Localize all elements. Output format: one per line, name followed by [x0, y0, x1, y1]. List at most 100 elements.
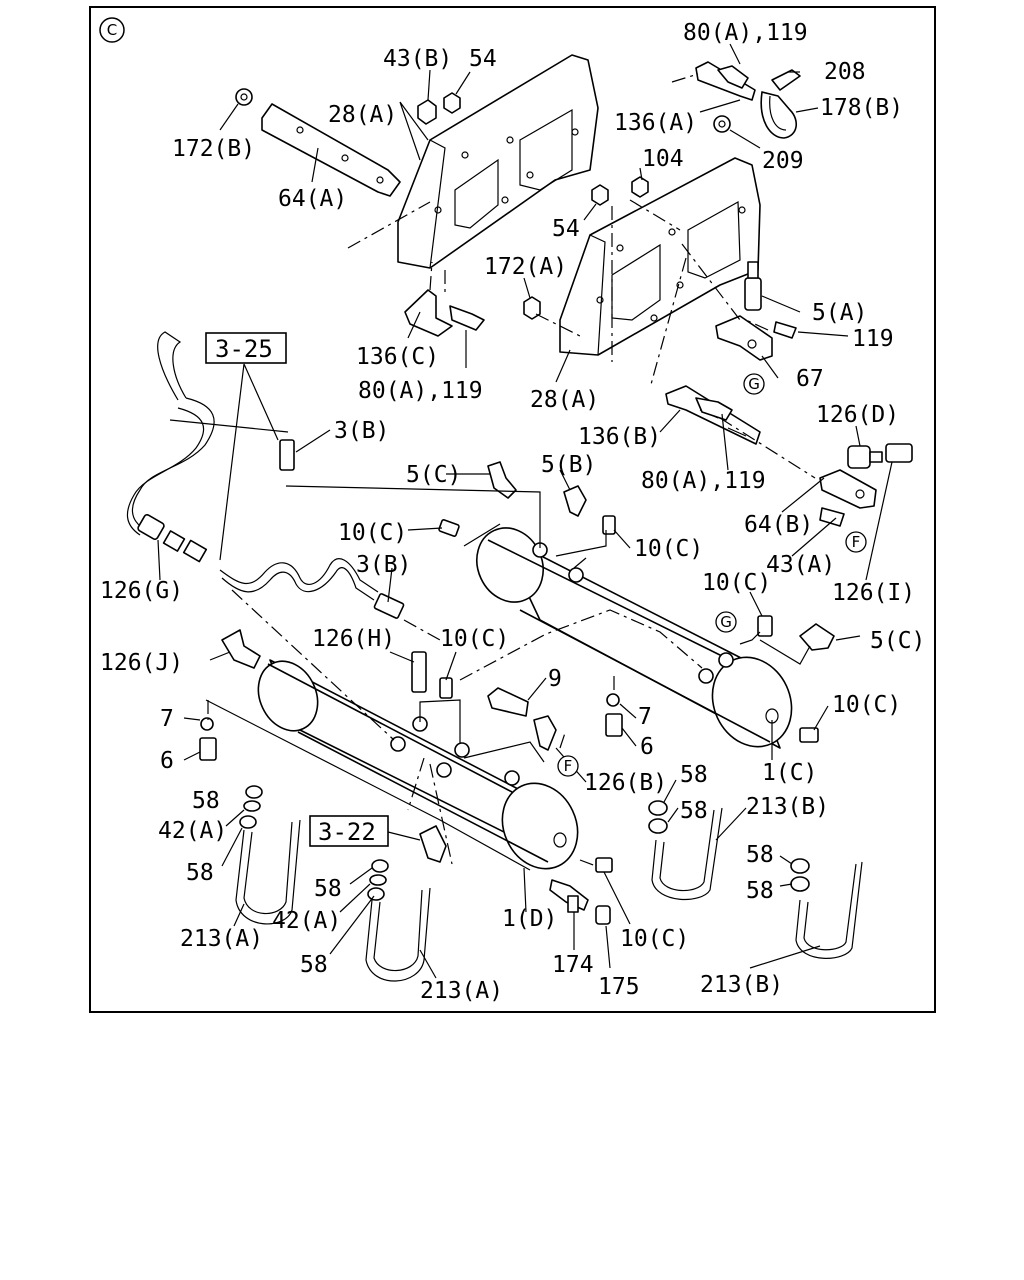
cap-175 [595, 905, 611, 925]
u-bolt-213a-left [235, 819, 301, 925]
valve-5c-right [799, 623, 835, 651]
fitting-3b-low [373, 593, 405, 619]
callout-172b: 172(B) [172, 136, 255, 162]
ref-box-3-22[interactable]: 3-22 [309, 815, 389, 847]
callout-58-c: 58 [680, 798, 708, 824]
callout-104: 104 [642, 146, 684, 172]
callout-10c-2: 10(C) [634, 536, 703, 562]
callout-178b: 178(B) [820, 95, 903, 121]
callout-42a-left: 42(A) [158, 818, 227, 844]
fitting-5c-top [487, 461, 517, 499]
plug-10c-4 [439, 677, 453, 699]
fitting-126g [137, 514, 208, 563]
callout-58-a: 58 [192, 788, 220, 814]
circle-mark-f-tank: F [557, 755, 579, 777]
bracket-64b [819, 469, 877, 509]
callout-58-g: 58 [746, 878, 774, 904]
callout-28a-bottom: 28(A) [530, 387, 599, 413]
part-callouts: 80(A),119 43(B) 54 208 28(A) 136(A) 178(… [100, 20, 925, 1004]
sensor-9 [487, 687, 529, 717]
circle-mark-g-tank: G [715, 611, 737, 633]
nut-104 [631, 176, 649, 198]
bolt-119-right [773, 321, 797, 339]
bolt-80a-low [695, 397, 733, 421]
callout-10c-1: 10(C) [338, 520, 407, 546]
valve-174 [549, 879, 589, 913]
callout-1c: 1(C) [762, 760, 817, 786]
callout-3b-top: 3(B) [334, 418, 389, 444]
callout-209: 209 [762, 148, 804, 174]
svg-text:3-25: 3-25 [215, 335, 273, 363]
callout-43a: 43(A) [766, 552, 835, 578]
callout-80a-119-low: 80(A),119 [641, 468, 766, 494]
nuts-58-right-top [648, 800, 668, 834]
ref-box-3-25[interactable]: 3-25 [205, 332, 287, 364]
bolt-80a-mid [449, 305, 485, 331]
u-bolt-213b-top [651, 807, 723, 901]
valve-5a [744, 261, 762, 311]
callout-119-right: 119 [852, 326, 894, 352]
svg-text:G: G [748, 375, 760, 393]
callout-54-top: 54 [469, 46, 497, 72]
nuts-58-left [239, 785, 263, 829]
callout-5c-top: 5(C) [406, 462, 461, 488]
fitting-3b-top [279, 439, 295, 471]
callout-7-left: 7 [160, 706, 174, 732]
callout-43b: 43(B) [383, 46, 452, 72]
callout-126g: 126(G) [100, 578, 183, 604]
nut-172b [235, 88, 253, 106]
callout-64b: 64(B) [744, 512, 813, 538]
fitting-3-22 [419, 825, 447, 863]
assembly-lines [207, 73, 816, 867]
leader-lines [157, 43, 893, 979]
callout-213b-bottom: 213(B) [700, 972, 783, 998]
callout-126i: 126(I) [832, 580, 915, 606]
callout-80a-119-mid: 80(A),119 [358, 378, 483, 404]
svg-text:F: F [564, 757, 573, 775]
callout-208: 208 [824, 59, 866, 85]
callout-126j: 126(J) [100, 650, 183, 676]
callout-213a-left: 213(A) [180, 926, 263, 952]
callout-64a: 64(A) [278, 186, 347, 212]
nuts-58-right-bottom [790, 858, 810, 892]
callout-174: 174 [552, 952, 594, 978]
plug-10c-5 [799, 727, 819, 743]
drain-6-right [605, 693, 623, 737]
callout-136b: 136(B) [578, 424, 661, 450]
fitting-126i [885, 443, 913, 463]
callout-126d: 126(D) [816, 402, 899, 428]
callout-54-mid: 54 [552, 216, 580, 242]
callout-136a: 136(A) [614, 110, 697, 136]
bolt-80a-top [717, 65, 749, 89]
svg-text:C: C [107, 21, 117, 39]
callout-28a-top: 28(A) [328, 102, 397, 128]
air-tank-1d [257, 659, 579, 870]
circle-mark-f-right: F [845, 531, 867, 553]
callout-10c-3: 10(C) [702, 570, 771, 596]
bolt-43a [819, 507, 845, 527]
callout-58-d: 58 [746, 842, 774, 868]
callout-58-h: 58 [300, 952, 328, 978]
callout-213b-top: 213(B) [746, 794, 829, 820]
nut-54-mid [591, 184, 609, 206]
clip-178b [760, 91, 797, 139]
fitting-126d [847, 445, 883, 469]
svg-text:G: G [720, 613, 732, 631]
callout-42a-mid: 42(A) [272, 908, 341, 934]
callout-10c-6: 10(C) [620, 926, 689, 952]
bracket-136c [404, 289, 453, 337]
callout-58-b: 58 [680, 762, 708, 788]
frame-plate-front [559, 157, 761, 356]
fitting-5b [563, 485, 587, 517]
nuts-58-mid [367, 859, 389, 901]
nut-54-top [443, 92, 461, 114]
callout-6-right: 6 [640, 734, 654, 760]
svg-text:3-22: 3-22 [318, 818, 376, 846]
bracket-67 [715, 315, 773, 361]
callout-1d: 1(D) [502, 906, 557, 932]
callout-5c-right: 5(C) [870, 628, 925, 654]
callout-7-right: 7 [638, 704, 652, 730]
svg-text:F: F [852, 533, 861, 551]
connection-lines [169, 419, 811, 871]
